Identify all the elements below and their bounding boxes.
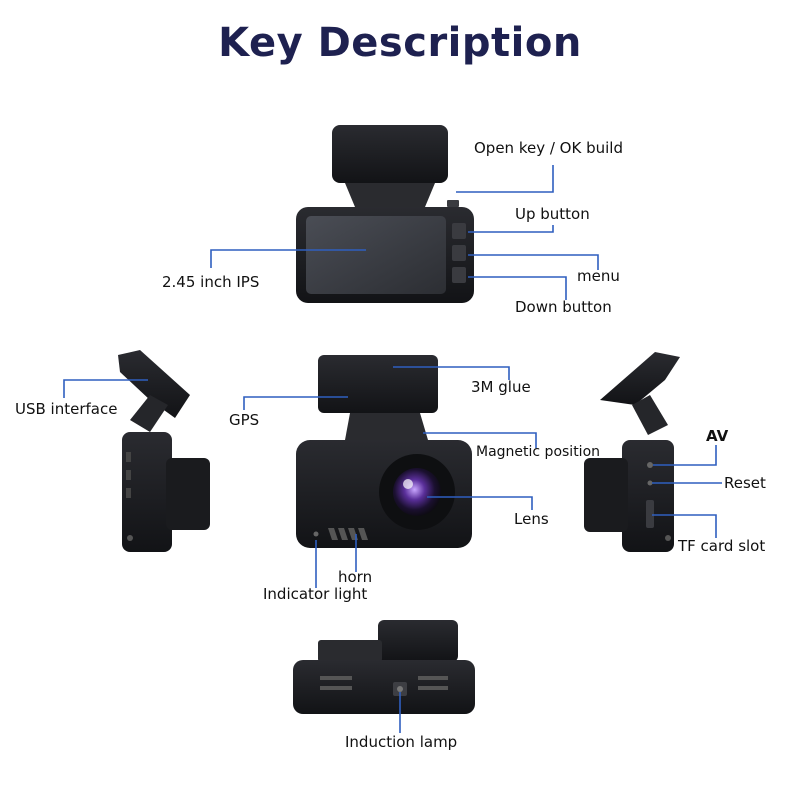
bottom-mount-base [318,640,382,662]
bottom-vent [418,686,448,690]
left-device-body [122,432,172,552]
bottom-view-device [293,620,475,714]
leader-line-lens [427,496,533,510]
bottom-device-body [293,660,475,714]
leader-line-glue [393,366,510,380]
label-tf-card-slot: TF card slot [678,537,766,555]
induction-lamp-lens [397,686,403,692]
leader-line-av [653,445,717,466]
left-vent [126,488,131,498]
front-mount-neck [345,413,428,440]
label-menu: menu [577,267,620,285]
label-usb-interface: USB interface [15,400,118,418]
leader-line-tf-card [652,514,717,538]
leader-lines [63,165,722,733]
bottom-vent [418,676,448,680]
label-magnetic-position: Magnetic position [476,444,601,460]
leader-line-gps [243,396,348,410]
label-gps: GPS [229,411,260,429]
left-vent [126,470,131,480]
label-indicator-light: Indicator light [263,585,368,603]
label-down-button: Down button [515,298,612,316]
label-up-button: Up button [515,205,590,223]
label-induction-lamp: Induction lamp [345,733,458,751]
leader-line-magnetic [423,432,537,448]
label-glue: 3M glue [471,378,531,396]
right-side-view-device [584,352,680,552]
ips-screen [306,216,446,294]
indicator-light-dot [313,531,319,537]
left-vent [126,452,131,462]
left-lens-barrel [166,458,210,530]
camera-lens [393,468,441,516]
bottom-mount-block [378,620,458,662]
horn-slot [338,528,348,540]
leader-line-usb [63,379,148,398]
lens-highlight [403,479,413,489]
front-view-device [296,355,472,548]
leader-line-up-button [468,225,554,233]
front-mount-block [318,355,438,413]
label-screen-size: 2.45 inch IPS [162,273,260,291]
menu-button-key [452,245,466,261]
tf-card-slot [646,500,654,528]
horn-slot [358,528,368,540]
label-av: AV [706,427,729,445]
up-button-key [452,223,466,239]
mount-neck [345,183,435,207]
label-reset: Reset [724,474,766,492]
page-title: Key Description [218,20,582,66]
left-side-view-device [118,350,210,552]
down-button-key [452,267,466,283]
label-open-key: Open key / OK build [474,139,623,157]
mount-block [332,125,448,183]
leader-line-open-key [456,165,554,193]
left-mount-hinge [130,395,168,432]
leader-line-screen [210,249,366,268]
bottom-vent [320,686,352,690]
right-mount-arm [600,352,680,405]
left-screw [127,535,133,541]
leader-line-menu [468,254,599,270]
power-ok-key [447,200,459,207]
left-mount-arm [118,350,190,418]
right-screw [665,535,671,541]
reset-hole [647,480,653,486]
bottom-vent [320,676,352,680]
av-port [647,462,653,468]
label-horn: horn [338,568,373,586]
right-lens-barrel [584,458,628,532]
right-device-body [622,440,674,552]
rear-view-device [296,125,474,303]
horn-slot [328,528,338,540]
leader-line-down-button [468,276,567,300]
label-lens: Lens [514,510,549,528]
right-mount-hinge [632,395,668,435]
